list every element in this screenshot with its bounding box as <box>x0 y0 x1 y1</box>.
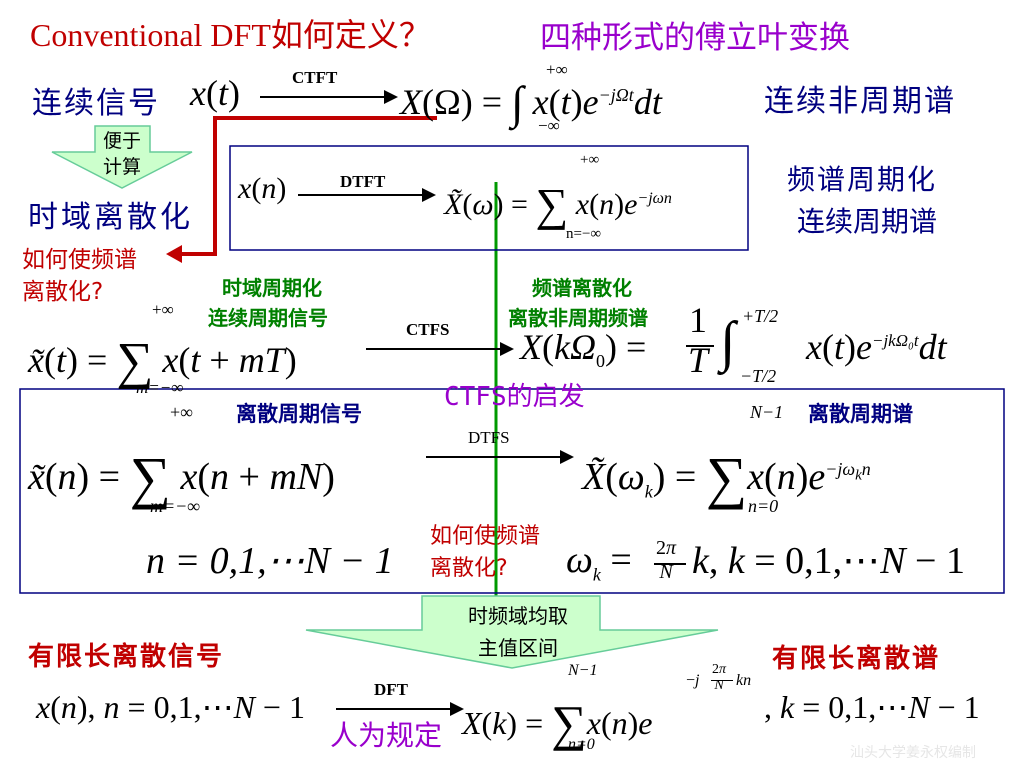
ctft-arrow-label: CTFT <box>292 68 338 87</box>
label-finite-discrete-signal: 有限长离散信号 <box>28 642 225 672</box>
dft-arrow: DFT <box>336 680 466 722</box>
ctft-arrow: CTFT <box>260 68 400 110</box>
ctfs-limit-top: +∞ <box>152 300 174 319</box>
ctfs-formula-left: x̃(t) = ∑ x(t + mT) <box>28 333 297 390</box>
red-connector <box>178 116 437 256</box>
ctft-limit-top: +∞ <box>546 60 568 79</box>
ctfs-integrand: x(t)e−jkΩ₀tdt <box>806 327 947 367</box>
dtft-formula-right: X̃(ω) = ∑ x(n)e−jωn <box>444 179 672 230</box>
dtfs-arrow-label: DTFS <box>468 428 510 447</box>
dtft-limit-bottom: n=−∞ <box>566 226 602 242</box>
note-spectrum-discretize: 频谱离散化 <box>532 276 632 300</box>
label-continuous-aperiodic-spectrum: 连续非周期谱 <box>764 84 956 119</box>
dtfs-arrow: DTFS <box>426 428 576 470</box>
title-sub: 四种形式的傅立叶变换 <box>540 20 850 56</box>
callout-2-line2: 主值区间 <box>478 636 558 660</box>
ctfs-hint: CTFS的启发 <box>444 382 585 412</box>
dft-exp-kn: kn <box>736 672 752 689</box>
ctfs-int-bottom: −T/2 <box>740 366 777 386</box>
dtft-limit-top: +∞ <box>580 152 600 168</box>
label-continuous-periodic-spectrum: 连续周期谱 <box>797 205 938 238</box>
callout-1-line1: 便于 <box>103 130 142 152</box>
ctfs-limit-bottom: m=−∞ <box>136 378 184 397</box>
dft-sum-bottom: n=0 <box>568 736 595 753</box>
dft-formula-right: X(k) = ∑x(n)e <box>462 695 653 751</box>
label-discrete-periodic-spectrum: 离散周期谱 <box>808 402 913 426</box>
ctfs-fraction-bar <box>686 345 714 347</box>
dtfs-formula-left: x̃(n) = ∑ x(n + mN) <box>28 445 335 510</box>
dtft-arrow: DTFT <box>298 168 438 208</box>
label-discrete-periodic-signal: 离散周期信号 <box>236 402 362 426</box>
label-finite-discrete-spectrum: 有限长离散谱 <box>772 644 941 674</box>
callout-1-line2: 计算 <box>103 156 142 178</box>
dft-exp-frac-bar <box>711 680 733 681</box>
dtfs-sum-top: N−1 <box>750 402 784 422</box>
ctfs-formula-right: X(kΩ0) = <box>520 327 647 372</box>
ctft-limit-bottom: −∞ <box>538 116 560 135</box>
note-discrete-aperiodic-spectrum: 离散非周期频谱 <box>508 306 648 330</box>
label-spectrum-periodize: 频谱周期化 <box>787 163 938 196</box>
dtfs-formula-right: X̃(ωk) = ∑x(n)e−jωkn <box>582 445 871 510</box>
ctft-formula-left: x(t) <box>190 73 240 113</box>
ctfs-arrow-label: CTFS <box>406 320 450 339</box>
callout-arrow-1 <box>51 125 193 189</box>
dtft-box <box>229 145 749 251</box>
ctfs-integral: ∫ <box>720 311 736 373</box>
dft-sum-top: N−1 <box>568 662 598 679</box>
label-time-discretize: 时域离散化 <box>28 200 193 235</box>
dtfs-limit-top: +∞ <box>170 402 193 422</box>
dtfs-omega-rest: k, k = 0,1,⋯N − 1 <box>692 540 965 582</box>
dtfs-omega-k: ωk = <box>566 539 632 585</box>
ctfs-arrow: CTFS <box>366 320 516 362</box>
dtfs-range-n: n = 0,1,⋯N − 1 <box>146 540 394 582</box>
dtfs-limit-bottom: m=−∞ <box>150 496 201 516</box>
callout-arrow-2 <box>305 595 719 669</box>
dft-exponent: −j <box>686 672 700 689</box>
note-time-periodize: 时域周期化 <box>222 276 322 300</box>
ctfs-int-top: +T/2 <box>742 306 779 326</box>
dtft-formula-left: x(n) <box>238 172 287 205</box>
callout-2-line1: 时频域均取 <box>468 604 568 628</box>
ctft-formula-right: X(Ω) = ∫ x(t)e−jΩtdt <box>400 77 662 128</box>
watermark: 汕头大学姜永权编制 <box>850 745 976 761</box>
dtfs-omega-frac-bar <box>654 563 686 565</box>
dtfs-box <box>19 388 1005 594</box>
dft-arrow-label: DFT <box>374 680 408 699</box>
title-main: Conventional DFT如何定义？ <box>30 17 431 53</box>
question-1-line2: 离散化? <box>22 279 104 305</box>
dft-formula-left: x(n), n = 0,1,⋯N − 1 <box>36 689 305 725</box>
question-2-line2: 离散化? <box>430 556 508 581</box>
label-continuous-signal: 连续信号 <box>32 86 160 121</box>
note-continuous-periodic-signal: 连续周期信号 <box>208 306 328 330</box>
dtft-arrow-label: DTFT <box>340 172 386 191</box>
question-2-line1: 如何使频谱 <box>430 524 541 549</box>
dft-formula-range: , k = 0,1,⋯N − 1 <box>764 689 980 725</box>
red-arrowhead <box>166 245 182 263</box>
question-1-line1: 如何使频谱 <box>22 247 137 273</box>
dtfs-sum-bottom: n=0 <box>748 496 779 516</box>
note-artificial-definition: 人为规定 <box>330 719 443 752</box>
